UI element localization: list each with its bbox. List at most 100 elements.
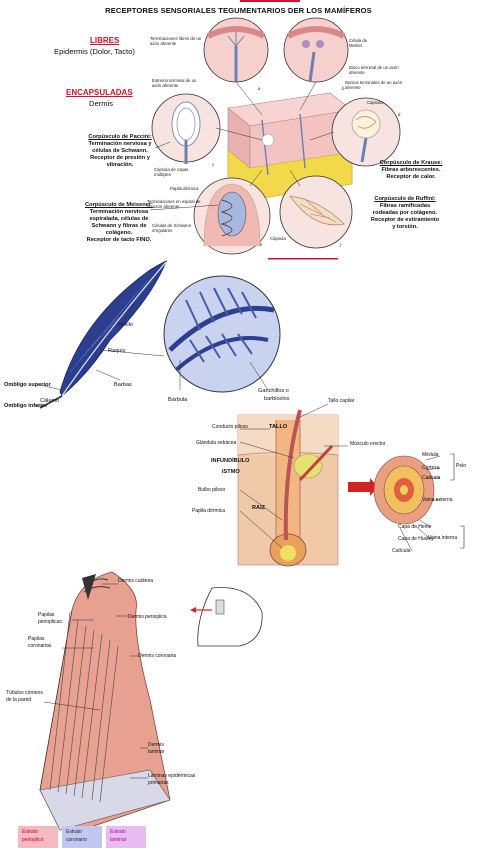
estrato-perioplico-swatch (18, 826, 58, 848)
pacini-description: Corpúsculo de Paccini: Terminación nervi… (70, 134, 170, 169)
pacini-line3: células de Schwann. (92, 147, 148, 154)
calamo-shaft (39, 395, 63, 409)
estrato-perioplico-label2: perioplico (22, 837, 44, 843)
papilas-coronarias-label2: coronarias (28, 643, 52, 649)
tallo-label: TALLO (269, 424, 288, 430)
encapsuladas-heading: ENCAPSULADAS (66, 88, 133, 97)
infundibulo-label: INFUNDÍBULO (211, 458, 250, 464)
ruffini-line3: rodeadas por colágeno. (372, 209, 438, 216)
follicle-skin-block (237, 409, 339, 567)
term-espiral-label: Terminaciones en espiral de un axón afer… (147, 199, 201, 209)
meissner-line5: colágeno. (105, 229, 133, 236)
vaina-interna-label: Vaina interna (428, 535, 458, 541)
papila-dermica-hair-label: Papila dérmica (192, 508, 226, 514)
corteza-label: Corteza (422, 465, 440, 471)
ruffini-title: Corpúsculo de Ruffini: (374, 196, 436, 202)
ramos-terminales-label: Ramos terminales de un axón aferente (345, 80, 403, 90)
feather-leaders (34, 299, 269, 407)
capa-huxley-label: Capa de Huxley (398, 536, 434, 542)
barbula-label: Bárbula (168, 397, 188, 403)
papilas-perioplicas-label2: perioplicas (38, 619, 62, 625)
estrato-laminar-swatch (106, 826, 146, 848)
dermis-cutanea-label: Dermis cutánea (118, 578, 154, 584)
ruffini-line2: Fibras ramificadas (379, 202, 431, 209)
krause-line3: Receptor de calor. (386, 173, 436, 180)
dermis-laminar-label: Dermis (148, 742, 164, 748)
meissner-line4: Schwann y fibras de (91, 222, 147, 229)
hoof-section (39, 571, 171, 831)
krause-line2: Fibras arborescentes. (381, 166, 441, 173)
celulas-schwann-label: Células de Schwann irregulares (152, 223, 192, 233)
estrato-coronario-label: Estrato (66, 829, 82, 835)
letter-f: f (340, 243, 342, 248)
musculo-erector-label: Músculo erector (350, 441, 386, 447)
letter-e: e (260, 242, 263, 247)
pacini-line4: Receptor de presión y (90, 154, 150, 161)
hoof-leaders (43, 583, 148, 779)
meissner-line6: Receptor de tacto FINO. (86, 236, 152, 243)
receptor-circle-a (203, 17, 269, 83)
pelo-label: Pelo (456, 463, 467, 469)
raiz-label: RAIZ (252, 505, 266, 511)
mid-mark (268, 258, 338, 260)
extremo-terminal-label: Extremo terminal de un axón aferente (152, 78, 197, 88)
dermis-label: Dermis (89, 99, 114, 108)
estrato-coronario-swatch (62, 826, 102, 848)
vaina-interna-bracket (460, 525, 465, 549)
term-libres-label: Terminaciones libres de un axón aferente (150, 36, 202, 46)
dermis-coronaria-label: Dermis coronaria (138, 653, 177, 659)
leader-lines (149, 81, 335, 211)
conducto-piloso-label: Conducto piloso (212, 424, 248, 430)
ombligo-superior-label: Ombligo superior (4, 382, 51, 388)
papilas-perioplicas-label: Papilas (38, 612, 55, 618)
capsula-label: Cápsula (270, 236, 286, 241)
krause-description: Corpúsculo de Krause: Fibras arborescent… (366, 160, 456, 181)
istmo-label: ISTMO (222, 469, 240, 475)
tallo-capilar-label: Tallo capilar (328, 398, 355, 404)
pacini-title: Corpúsculo de Paccini: (88, 134, 152, 140)
estrato-laminar-label2: laminar (110, 837, 127, 843)
meissner-title: Corpúsculo de Meissner: (85, 202, 153, 208)
libres-heading: LIBRES (90, 36, 120, 45)
krause-circle-d (331, 97, 401, 167)
tubulos-corneos-label: Túbulos córneos (6, 690, 43, 696)
ruffini-line5: y torsión. (392, 223, 418, 230)
hoof-foot-outline (190, 587, 263, 647)
calamo-label: Cálamo (40, 398, 60, 404)
pacini-line2: Terminación nerviosa y (88, 140, 152, 147)
ombligo-inferior-label: Ombligo inferior (4, 403, 48, 409)
hair-cross-section (348, 455, 435, 525)
meissner-description: Corpúsculo de Meissner: Terminación nerv… (74, 202, 164, 244)
laminas-epidermicas-label: Láminas epidérmicas (148, 773, 196, 779)
letter-d: d (398, 112, 401, 117)
vaina-externa-label: Vaina externa (422, 497, 453, 503)
krause-title: Corpúsculo de Krause: (379, 160, 443, 166)
papila-dermica-label: Papila dérmica (170, 186, 199, 191)
feather-vane (59, 260, 168, 397)
receptor-circle-b (283, 17, 349, 83)
meissner-circle-e (193, 177, 271, 255)
ruffini-description: Corpúsculo de Ruffini: Fibras ramificada… (352, 196, 458, 231)
glandula-sebacea-label: Glándula sebácea (196, 440, 237, 446)
dermis-perioplica-label: Dermis perioplica (128, 614, 167, 620)
raquis-label: Raquis (108, 348, 126, 354)
pacini-circle-c (151, 93, 221, 164)
bulbo-piloso-label: Bulbo piloso (198, 487, 226, 493)
cuticula-vaina-label: Cutícula (392, 548, 411, 554)
meissner-line2: Terminación nerviosa (89, 208, 149, 215)
papilas-coronarias-label: Papilas (28, 636, 45, 642)
epidermis-label: Epidermis (Dolor, Tacto) (54, 47, 135, 56)
pacini-line5: vibración. (106, 161, 134, 168)
letter-c: c (212, 162, 215, 167)
hair-leaders (239, 403, 441, 552)
barbicelos-label: barbicelos (264, 396, 290, 402)
estrato-perioplico-label: Estrato (22, 829, 38, 835)
tubulos-corneos-label2: de la pared (6, 697, 32, 703)
meissner-line3: espiralada, células de (89, 215, 149, 222)
capsula-multiples-label: Cápsula de capas múltiples (154, 167, 189, 177)
estrato-coronario-label2: coronario (66, 837, 87, 843)
ruffini-circle-f (279, 175, 353, 249)
